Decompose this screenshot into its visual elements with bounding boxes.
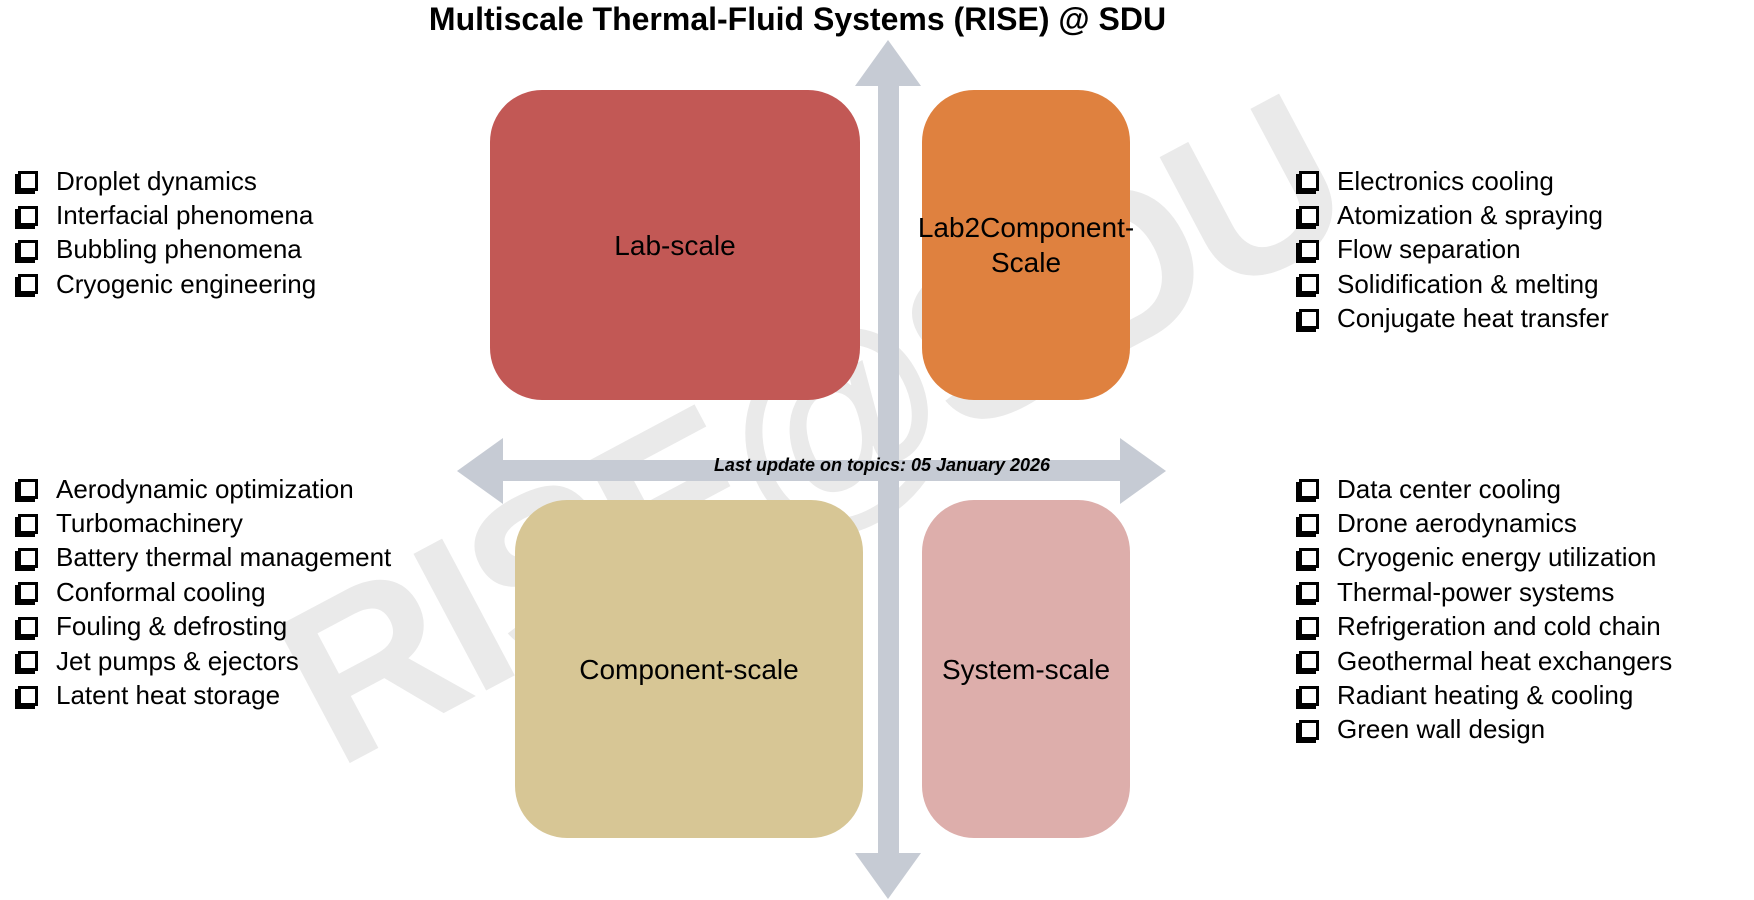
checklist-item-label: Droplet dynamics [56, 165, 257, 196]
checklist-item: Cryogenic engineering [15, 267, 316, 301]
checkbox-bullet-icon [1299, 547, 1319, 568]
quadrant-label: Component-scale [579, 653, 799, 685]
checkbox-bullet-icon [1299, 513, 1319, 534]
checklist-item-label: Data center cooling [1337, 473, 1562, 504]
checkbox-bullet-icon [1299, 685, 1319, 706]
checklist-item-label: Aerodynamic optimization [56, 473, 354, 504]
checkbox-bullet-icon [18, 205, 38, 226]
checklist-item-label: Bubbling phenomena [56, 234, 302, 265]
checkbox-bullet-icon [18, 513, 38, 534]
checkbox-bullet-icon [1299, 239, 1319, 260]
checkbox-bullet-icon [18, 616, 38, 637]
checklist-item-label: Cryogenic energy utilization [1337, 542, 1657, 573]
checklist-item: Flow separation [1296, 233, 1609, 267]
checklist-item: Refrigeration and cold chain [1296, 610, 1672, 644]
checkbox-bullet-icon [1299, 719, 1319, 740]
checklist-item: Battery thermal management [15, 541, 391, 575]
checklist-item: Thermal-power systems [1296, 575, 1672, 609]
checklist-item-label: Interfacial phenomena [56, 200, 314, 231]
checkbox-bullet-icon [18, 479, 38, 500]
checklist-item-label: Battery thermal management [56, 542, 392, 573]
checklist-item-label: Geothermal heat exchangers [1337, 645, 1673, 676]
checkbox-bullet-icon [18, 685, 38, 706]
arrowhead-right-icon [1120, 438, 1166, 504]
quadrant-label: System-scale [941, 653, 1111, 685]
checklist-item: Radiant heating & cooling [1296, 678, 1672, 712]
checkbox-bullet-icon [1299, 171, 1319, 192]
checklist-item: Solidification & melting [1296, 267, 1609, 301]
checklist-item-label: Latent heat storage [56, 680, 281, 711]
checklist-item-label: Jet pumps & ejectors [56, 645, 299, 676]
checklist-item-label: Solidification & melting [1337, 268, 1599, 299]
checklist-item-label: Turbomachinery [56, 508, 243, 539]
checkbox-bullet-icon [1299, 308, 1319, 329]
checklist-item: Latent heat storage [15, 678, 391, 712]
checklist-item-label: Atomization & spraying [1337, 200, 1603, 231]
checkbox-bullet-icon [18, 274, 38, 295]
checkbox-bullet-icon [1299, 205, 1319, 226]
checklist-item: Turbomachinery [15, 506, 391, 540]
checklist-item-label: Refrigeration and cold chain [1337, 611, 1661, 642]
checklist-item-label: Thermal-power systems [1337, 576, 1615, 607]
checklist-item-label: Conformal cooling [56, 576, 266, 607]
last-update-note: Last update on topics: 05 January 2026 [713, 455, 1051, 475]
checklist-item: Drone aerodynamics [1296, 506, 1672, 540]
checklist-item: Aerodynamic optimization [15, 472, 391, 506]
arrowhead-down-icon [855, 853, 921, 899]
quadrant-label: Lab2Component- Scale [917, 212, 1135, 278]
checklist-item: Atomization & spraying [1296, 198, 1609, 232]
checklist-item: Interfacial phenomena [15, 198, 316, 232]
checklist-item-label: Electronics cooling [1337, 165, 1554, 196]
checkbox-bullet-icon [18, 239, 38, 260]
checklist-item: Green wall design [1296, 713, 1672, 747]
arrowhead-up-icon [855, 40, 921, 86]
checkbox-bullet-icon [1299, 616, 1319, 637]
quadrant-system-scale: System-scale [922, 500, 1130, 838]
checklist-item-label: Cryogenic engineering [56, 268, 317, 299]
checklist-item: Data center cooling [1296, 472, 1672, 506]
checklist-item: Fouling & defrosting [15, 610, 391, 644]
checkbox-bullet-icon [1299, 274, 1319, 295]
arrowhead-left-icon [457, 438, 503, 504]
checklist-item-label: Green wall design [1337, 714, 1546, 745]
checklist-item: Droplet dynamics [15, 164, 316, 198]
checklist-item: Cryogenic energy utilization [1296, 541, 1672, 575]
quadrant-lab-scale: Lab-scale [490, 90, 860, 400]
checkbox-bullet-icon [1299, 651, 1319, 672]
quadrant-lab2component-scale: Lab2Component- Scale [918, 90, 1134, 400]
quadrant-component-scale: Component-scale [515, 500, 863, 838]
checklist-item: Bubbling phenomena [15, 233, 316, 267]
checklist-item: Conformal cooling [15, 575, 391, 609]
checkbox-bullet-icon [18, 547, 38, 568]
checkbox-bullet-icon [1299, 479, 1319, 500]
checklist-item: Conjugate heat transfer [1296, 302, 1609, 336]
checkbox-bullet-icon [18, 651, 38, 672]
checklist-item: Electronics cooling [1296, 164, 1609, 198]
checklist-item: Geothermal heat exchangers [1296, 644, 1672, 678]
checklist-item-label: Fouling & defrosting [56, 611, 288, 642]
horizontal-axis-line [498, 460, 1124, 481]
checklist-item: Jet pumps & ejectors [15, 644, 391, 678]
page-title: Multiscale Thermal-Fluid Systems (RISE) … [428, 1, 1167, 37]
checklist-item-label: Radiant heating & cooling [1337, 680, 1634, 711]
checkbox-bullet-icon [18, 582, 38, 603]
checklist-item-label: Flow separation [1337, 234, 1521, 265]
checkbox-bullet-icon [1299, 582, 1319, 603]
checklist-item-label: Drone aerodynamics [1337, 508, 1577, 539]
checklist-item-label: Conjugate heat transfer [1337, 303, 1609, 334]
quadrant-label: Lab-scale [614, 229, 736, 261]
checkbox-bullet-icon [18, 171, 38, 192]
